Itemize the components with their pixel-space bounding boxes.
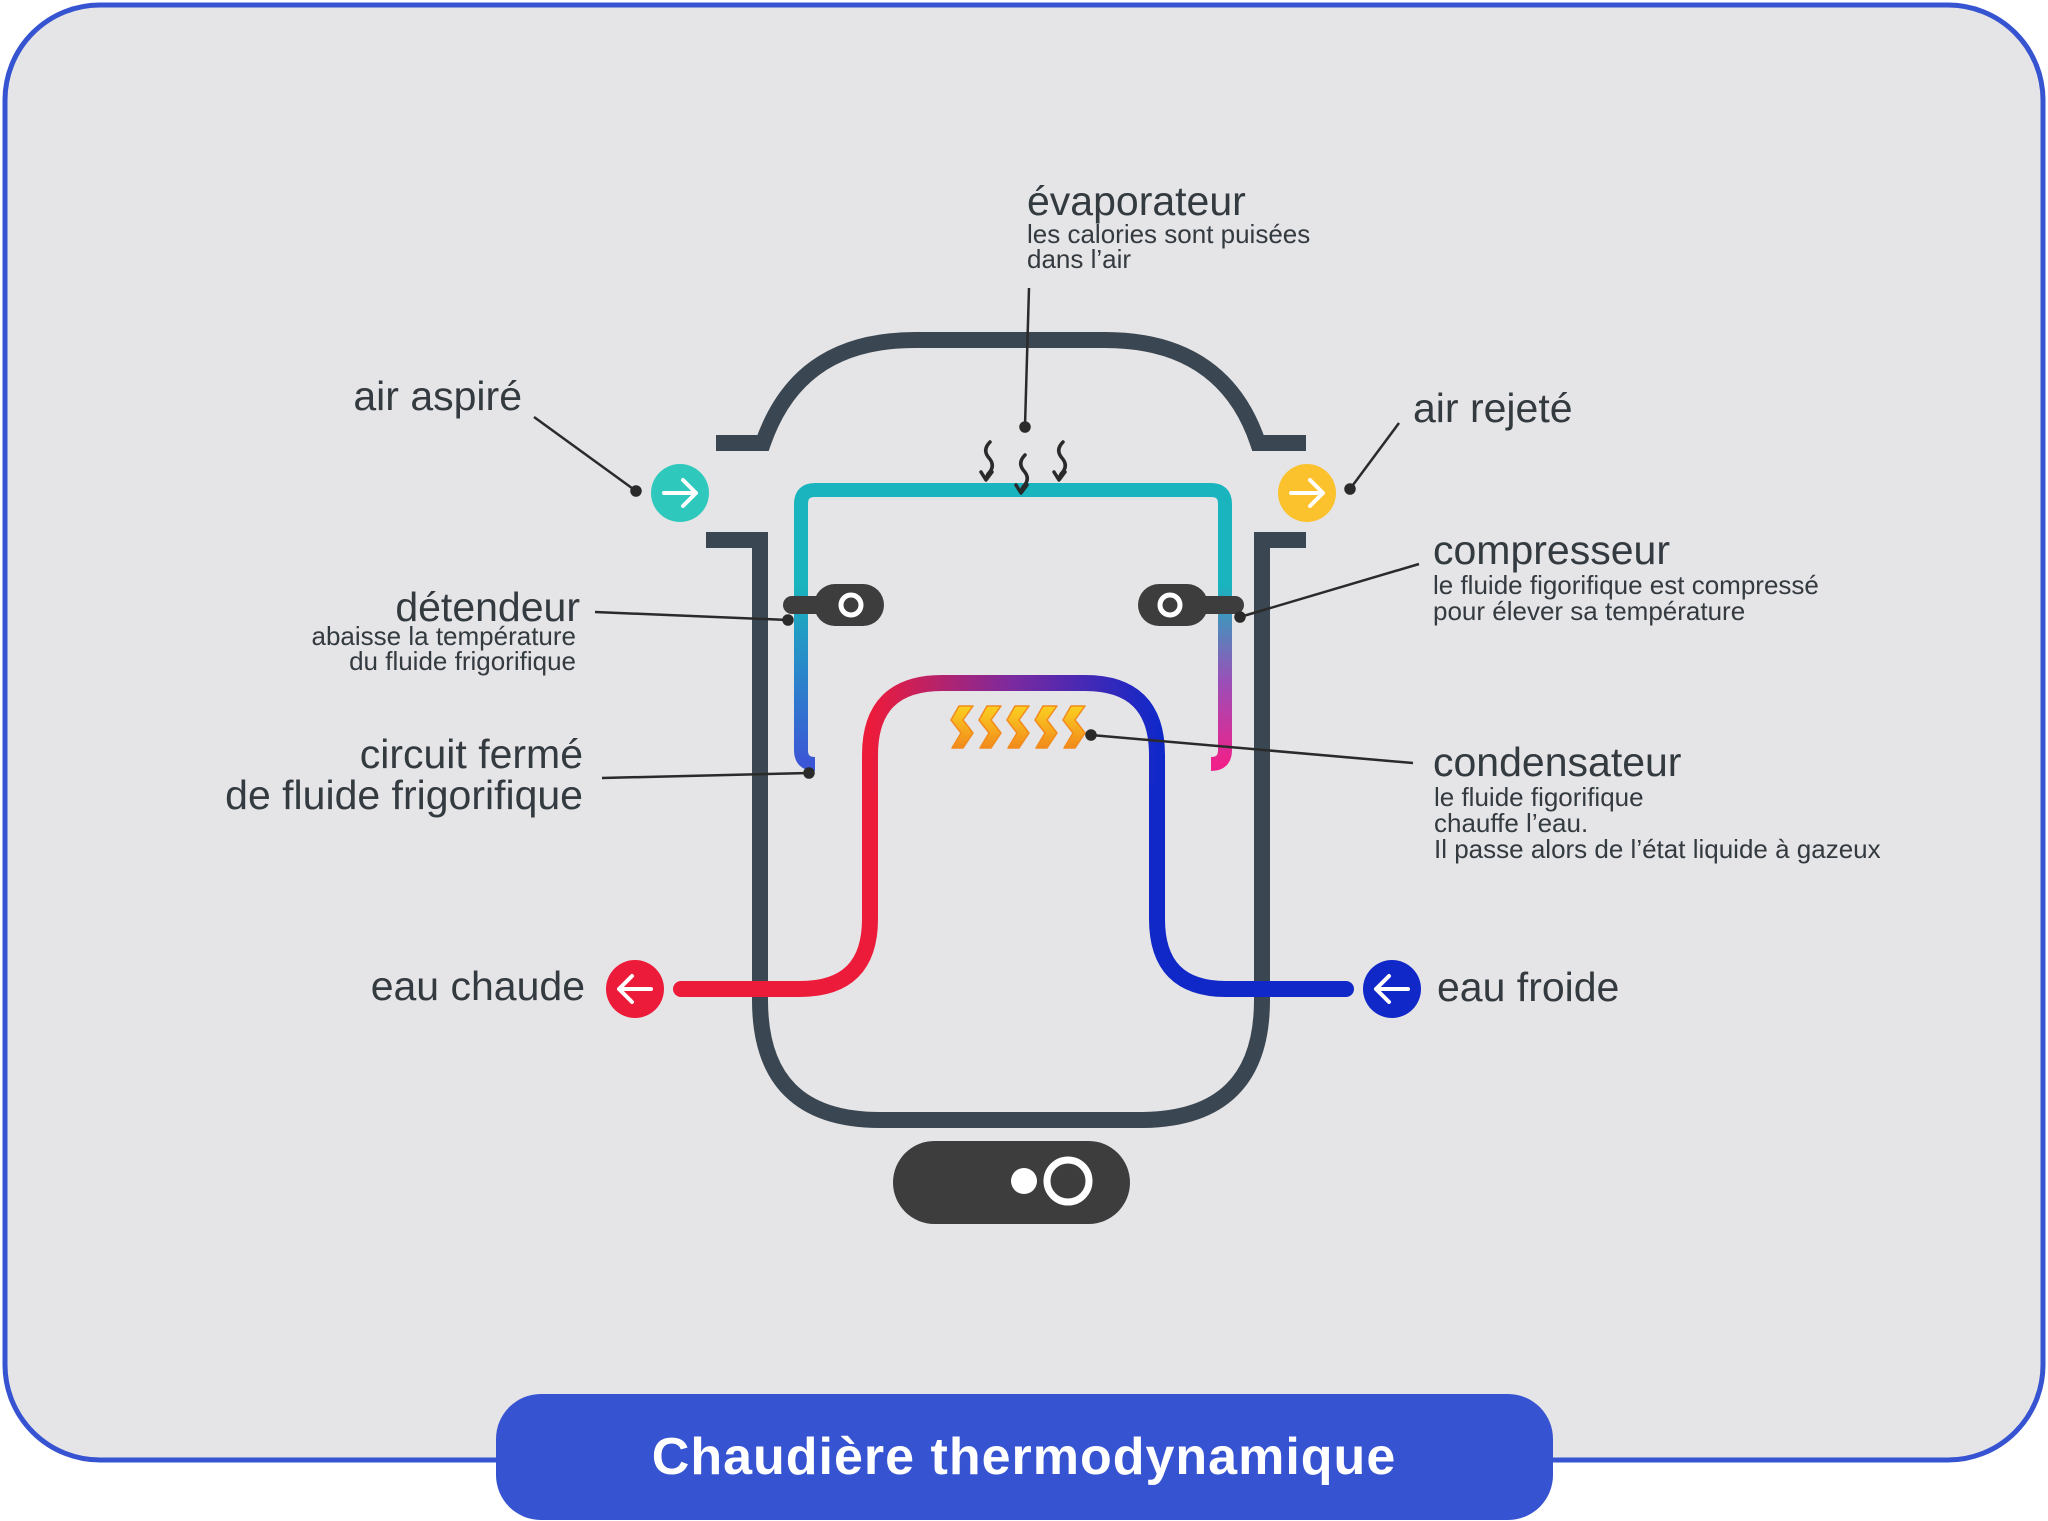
condenser-label-line3: Il passe alors de l’état liquide à gazeu…: [1434, 834, 1881, 864]
cold-water-label: eau froide: [1437, 964, 1619, 1010]
leader-compressor: [1239, 562, 1420, 619]
circuit-label-line1: circuit fermé: [360, 731, 583, 777]
evaporator-label-line2: dans l’air: [1027, 244, 1131, 274]
leader-air-out: [1348, 422, 1401, 490]
compressor-label-title: compresseur: [1433, 527, 1670, 573]
evaporator-heat-wave-icon: [979, 440, 1067, 495]
leader-circuit: [601, 771, 810, 780]
leader-air-in: [533, 415, 637, 493]
hot-water-label: eau chaude: [371, 963, 585, 1009]
hot-water-pipe: [673, 771, 878, 997]
compressor-label-line2: pour élever sa température: [1433, 596, 1745, 626]
cold-water-arrow-icon: [1363, 960, 1421, 1018]
evaporator-label-title: évaporateur: [1027, 178, 1246, 224]
tank-outline: [706, 332, 1306, 1128]
condenser-label-title: condensateur: [1433, 739, 1681, 785]
compressor-label-line1: le fluide figorifique est compressé: [1433, 570, 1819, 600]
title-banner: Chaudière thermodynamique: [496, 1394, 1553, 1520]
air-in-label: air aspiré: [353, 373, 522, 419]
compressor: [1138, 584, 1244, 626]
leader-lines: [533, 287, 1420, 780]
evaporator-label-line1: les calories sont puisées: [1027, 219, 1310, 249]
air-out-arrow-icon: [1278, 464, 1336, 522]
condenser-label-line1: le fluide figorifique: [1434, 782, 1644, 812]
circuit-right: [1210, 483, 1232, 771]
expansion-valve-ring: [838, 592, 864, 618]
cold-water-pipe: [1149, 771, 1354, 997]
tank-top-hood: [716, 332, 1306, 451]
tank-body: [706, 532, 1306, 1128]
air-in-arrow-icon: [651, 464, 709, 522]
leader-detendeur: [594, 610, 789, 622]
leader-evaporator: [1023, 287, 1031, 427]
detendeur-label-line1: abaisse la température: [312, 621, 576, 651]
detendeur-label-title: détendeur: [395, 584, 580, 630]
detendeur-label-line2: du fluide frigorifique: [349, 646, 576, 676]
water-pipes: [673, 675, 1354, 997]
control-knob: [1043, 1156, 1093, 1206]
circuit-left: [794, 483, 816, 771]
air-out-label: air rejeté: [1413, 385, 1573, 431]
title: Chaudière thermodynamique: [652, 1428, 1396, 1486]
title-banner-background: [496, 1394, 1553, 1520]
expansion-valve: [783, 584, 884, 626]
refrigerant-circuit: [794, 483, 1232, 771]
condenser-heat-wave-icon: [950, 705, 1086, 749]
hot-water-arrow-icon: [606, 960, 664, 1018]
control-unit: [893, 1141, 1130, 1224]
indicator-light: [1011, 1168, 1037, 1194]
leader-condenser: [1090, 733, 1414, 765]
expansion-valve-body: [814, 584, 884, 626]
condenser-label-line2: chauffe l’eau.: [1434, 808, 1588, 838]
compressor-ring: [1157, 592, 1183, 618]
compressor-body: [1138, 584, 1208, 626]
circuit-label-line2: de fluide frigorifique: [225, 772, 583, 818]
condenser-coil: [862, 675, 1165, 788]
